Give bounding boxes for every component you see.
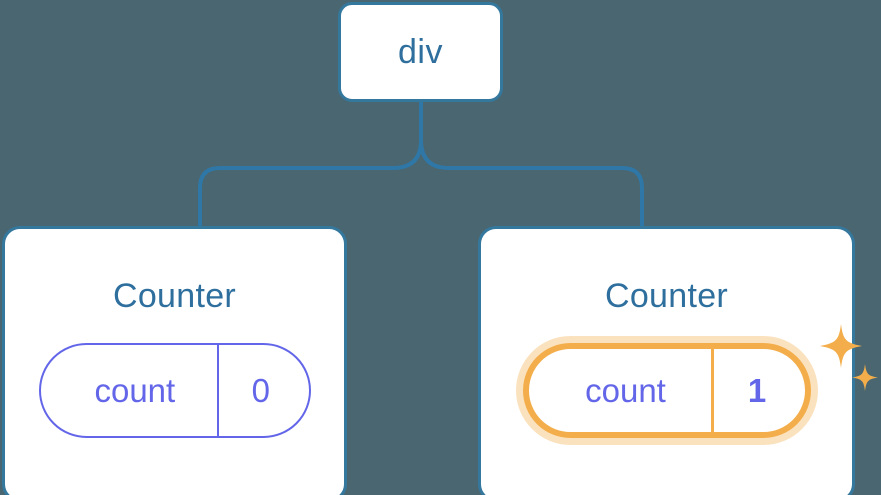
- sparkle-small-icon: [851, 364, 878, 391]
- state-pill-wrapper-right: count 1: [522, 324, 878, 438]
- connector-right-branch: [419, 100, 644, 228]
- state-pill-right[interactable]: count 1: [522, 343, 811, 438]
- state-value-left: 0: [217, 345, 308, 436]
- node-div[interactable]: div: [338, 2, 503, 102]
- sparkles-group: [819, 324, 878, 391]
- node-div-label: div: [398, 32, 443, 71]
- state-value-right: 1: [710, 349, 805, 432]
- state-key-right: count: [585, 371, 666, 409]
- connector-left-branch: [198, 138, 423, 228]
- sparkle-large-icon: [819, 324, 862, 368]
- state-key-left: count: [94, 371, 176, 409]
- state-pill-wrapper-left: count 0: [38, 343, 311, 438]
- node-counter-left-label: Counter: [112, 277, 237, 315]
- node-counter-right-label: Counter: [604, 277, 729, 315]
- state-pill-left[interactable]: count 0: [38, 343, 311, 438]
- node-counter-right[interactable]: Counter count 1: [478, 226, 878, 495]
- node-counter-left[interactable]: Counter count 0: [2, 226, 347, 495]
